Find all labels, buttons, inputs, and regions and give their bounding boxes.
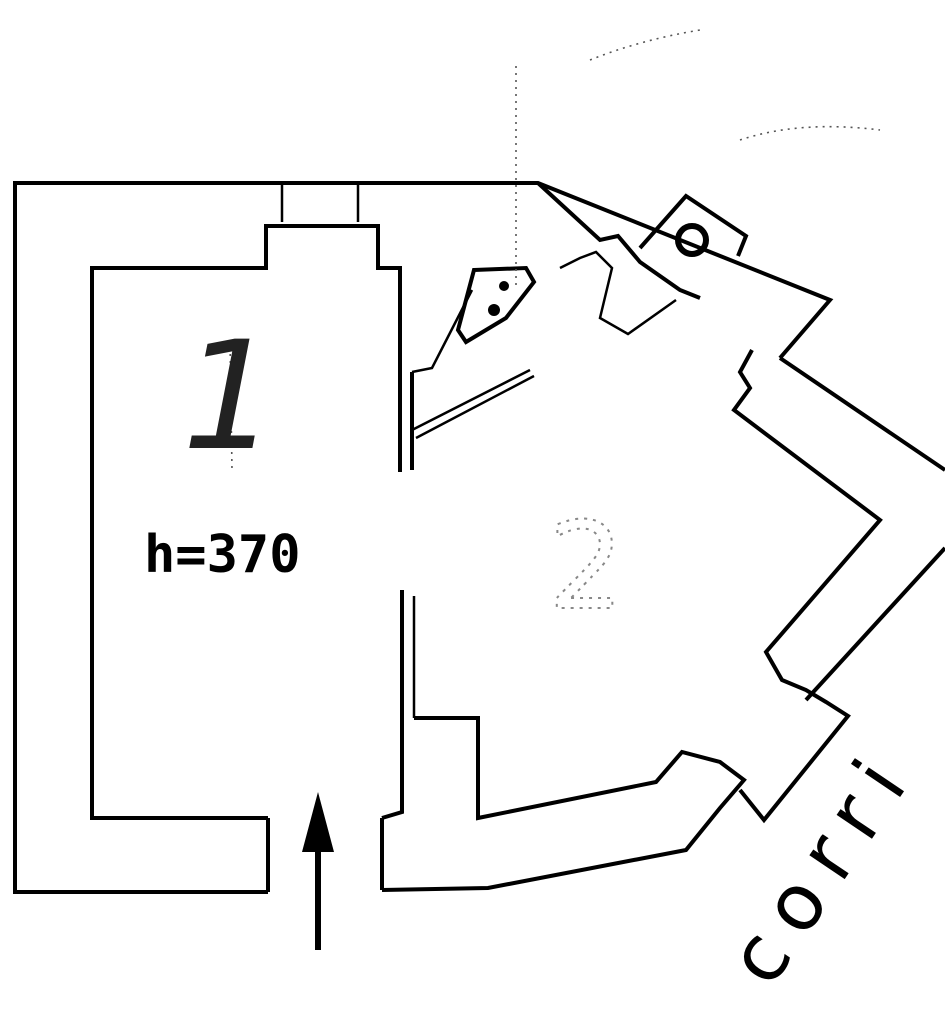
fixture-box: [455, 265, 537, 345]
pencil-line-room1: [229, 339, 233, 471]
door-frame-upper: [411, 289, 474, 374]
fixture-dot-icon: [488, 304, 500, 316]
pencil-scribble-top: [589, 29, 881, 141]
window-top: [280, 183, 360, 222]
stepped-wall-detail: [559, 250, 677, 336]
corridor-wall-inner: [731, 349, 883, 824]
flue-circle-icon: [675, 223, 709, 257]
dividing-wall-lower: [381, 590, 404, 820]
corridor-label: corri: [711, 731, 934, 1001]
door-leaf: [411, 368, 535, 440]
corridor-wall-lower: [804, 546, 945, 702]
fixture-dot-icon: [499, 281, 509, 291]
height-label: h=370: [144, 525, 301, 585]
flue-box: [638, 193, 749, 257]
room-2-label: 2: [548, 498, 624, 637]
entrance-arrow-icon: [302, 792, 334, 950]
room-2-lower-wall: [381, 716, 747, 892]
inner-wall-left-room: [90, 224, 402, 820]
corridor-wall-outer: [778, 356, 945, 472]
stepped-wall-top: [536, 181, 701, 300]
outer-wall-left-room: [13, 181, 834, 894]
room-1-label: 1: [182, 310, 277, 484]
